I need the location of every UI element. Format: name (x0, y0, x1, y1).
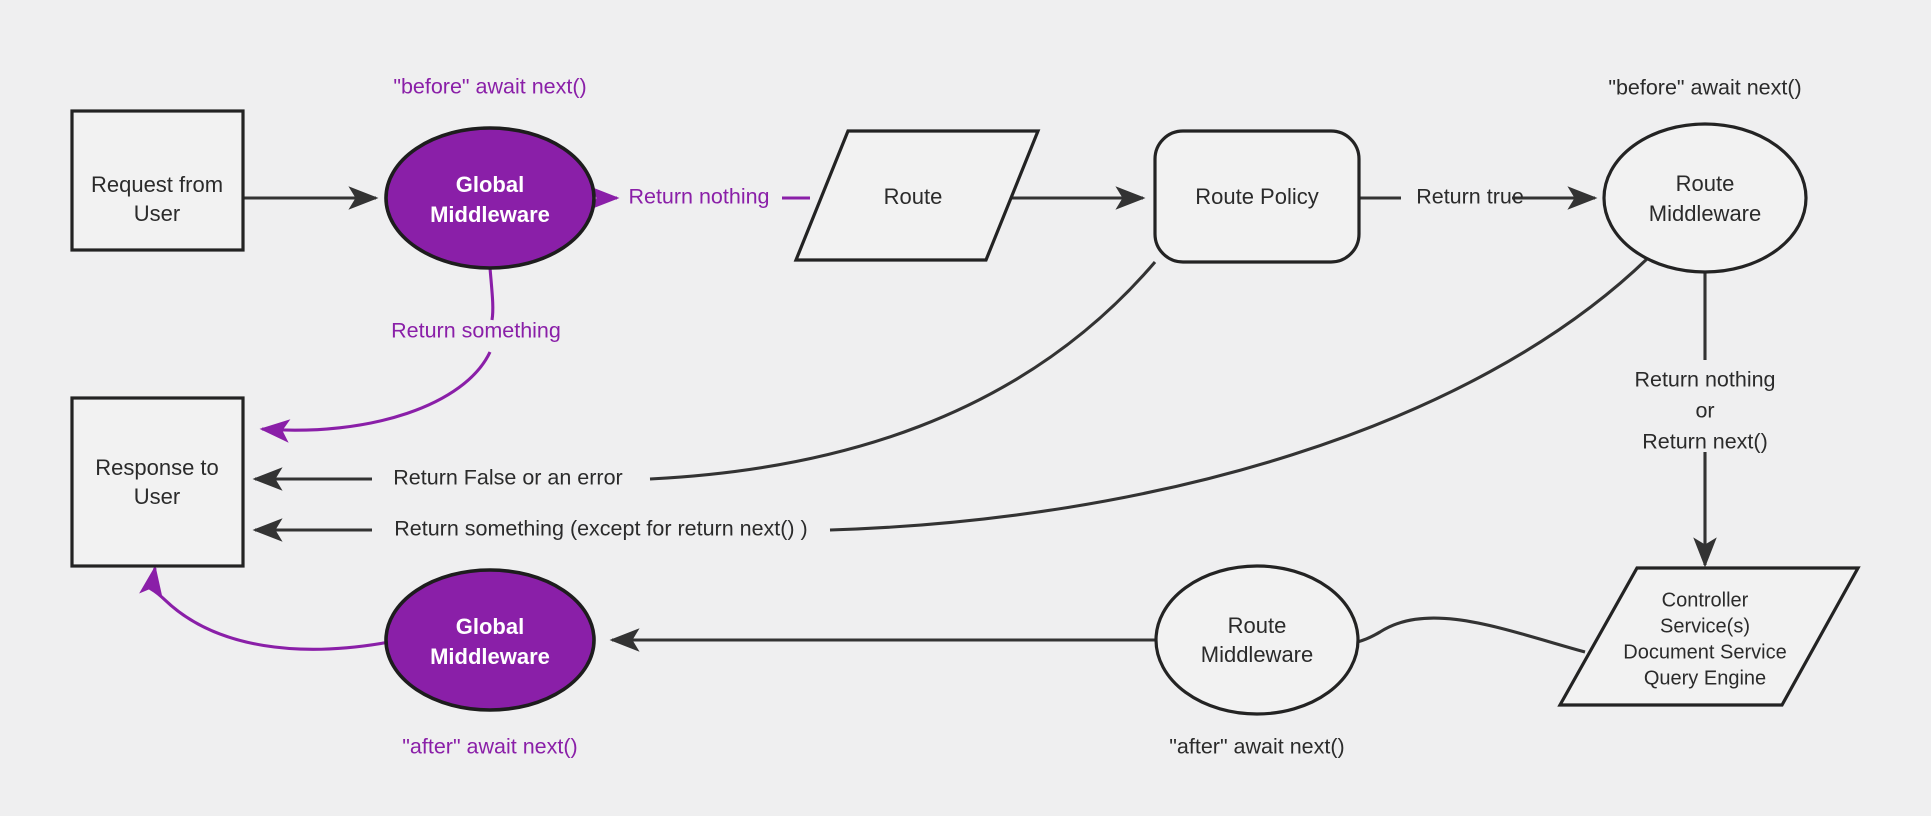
edge-global-middleware-to-response-head (259, 351, 492, 443)
edge-label-route-middleware-out-line3: Return next() (1642, 430, 1767, 454)
node-global-middleware-bottom[interactable]: Global Middleware (384, 568, 596, 712)
edge-label-return-true: Return true (1416, 185, 1524, 209)
annotation-after-await-next-route: "after" await next() (1169, 735, 1344, 759)
node-request-label-line2: User (134, 201, 180, 226)
node-route-policy[interactable]: Route Policy (1153, 129, 1361, 264)
annotation-before-await-next-route: "before" await next() (1608, 76, 1801, 100)
node-controller-label-line1: Controller (1662, 589, 1749, 611)
node-request-from-user[interactable]: Request from User (70, 109, 245, 252)
node-controller-services[interactable]: Controller Service(s) Document Service Q… (1557, 566, 1861, 707)
edge-route-policy-to-response (649, 260, 1157, 481)
node-controller-label-line4: Query Engine (1644, 667, 1766, 689)
node-global-middleware-top[interactable]: Global Middleware (384, 126, 596, 270)
edge-label-return-something-except: Return something (except for return next… (394, 517, 807, 541)
node-response-to-user[interactable]: Response to User (70, 396, 245, 568)
annotation-after-await-next-global: "after" await next() (402, 735, 577, 759)
node-route-middleware-top[interactable]: Route Middleware (1602, 122, 1808, 274)
node-global-middleware-top-label-line1: Global (456, 172, 524, 197)
node-route-middleware-bottom-label-line2: Middleware (1201, 642, 1314, 667)
node-response-label-line1: Response to (95, 455, 219, 480)
edge-label-route-middleware-out-line1: Return nothing (1634, 368, 1775, 392)
edge-label-return-something: Return something (391, 319, 561, 343)
edge-label-route-middleware-out-line2: or (1695, 399, 1714, 423)
node-route-middleware-bottom-label-line1: Route (1228, 613, 1287, 638)
node-global-middleware-top-label-line2: Middleware (430, 202, 550, 227)
node-controller-label-line2: Service(s) (1660, 615, 1750, 637)
edge-label-return-false-or-error: Return False or an error (393, 466, 622, 490)
node-global-middleware-bottom-label-line2: Middleware (430, 644, 550, 669)
node-global-middleware-bottom-label-line1: Global (456, 614, 524, 639)
node-route[interactable]: Route (793, 129, 1041, 262)
node-request-label-line1: Request from (91, 172, 223, 197)
edge-global-middleware-bottom-to-response (139, 565, 401, 651)
node-route-middleware-top-label-line2: Middleware (1649, 201, 1762, 226)
node-route-middleware-bottom[interactable]: Route Middleware (1154, 564, 1360, 716)
node-controller-label-line3: Document Service (1623, 641, 1786, 663)
node-response-label-line2: User (134, 484, 180, 509)
node-route-middleware-top-label-line1: Route (1676, 171, 1735, 196)
edge-label-return-nothing: Return nothing (628, 185, 769, 209)
annotation-before-await-next-global: "before" await next() (393, 75, 586, 99)
edge-route-middleware-to-response (829, 256, 1650, 532)
node-route-label: Route (884, 184, 943, 209)
edge-global-middleware-to-response (488, 267, 495, 321)
node-route-policy-label: Route Policy (1195, 184, 1319, 209)
